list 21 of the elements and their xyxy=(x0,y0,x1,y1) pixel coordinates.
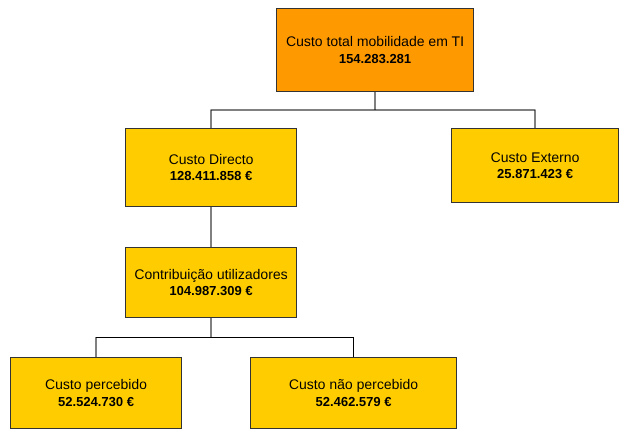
connector-line xyxy=(210,318,354,358)
connector-line xyxy=(374,92,536,128)
cost-value: 128.411.858 € xyxy=(170,168,252,186)
cost-title: Custo percebido xyxy=(45,375,147,394)
cost-value: 25.871.423 € xyxy=(497,166,573,184)
cost-title: Contribuição utilizadores xyxy=(134,264,288,284)
cost-value: 52.462.579 € xyxy=(316,394,392,411)
cost-value: 52.524.730 € xyxy=(58,394,134,411)
cost-value: 154.283.281 xyxy=(338,50,412,68)
cost-title: Custo Externo xyxy=(490,148,580,166)
cost-box xyxy=(125,247,297,318)
cost-box xyxy=(250,357,457,429)
cost-title: Custo Directo xyxy=(168,150,254,168)
cost-title: Custo não percebido xyxy=(288,375,418,394)
cost-title: Custo total mobilidade em TI xyxy=(286,32,464,51)
cost-box xyxy=(276,8,474,92)
cost-value: 104.987.309 € xyxy=(169,283,253,300)
cost-box xyxy=(10,357,182,429)
cost-box xyxy=(451,128,619,203)
cost-box xyxy=(125,128,297,207)
connector-line xyxy=(210,206,212,248)
